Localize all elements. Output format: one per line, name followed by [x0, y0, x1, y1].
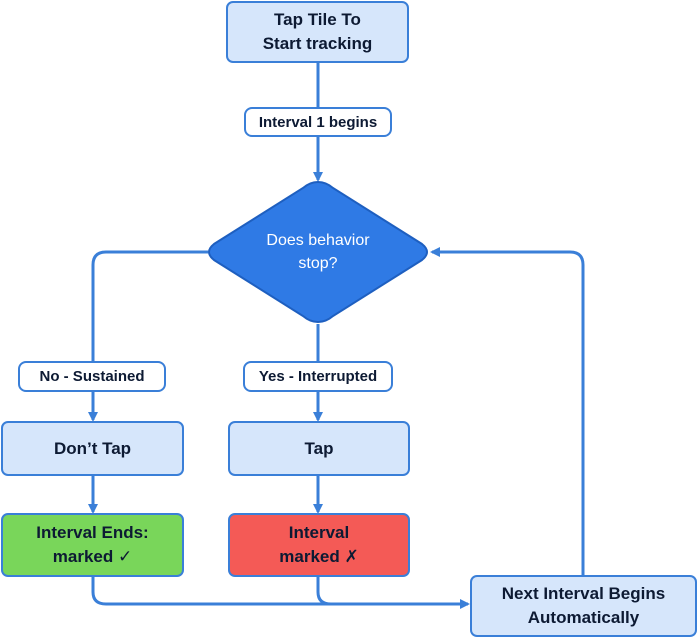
label-no-sustained: No - Sustained: [18, 361, 166, 392]
decision-diamond: [208, 180, 428, 324]
interval-ends-node: Interval Ends: marked ✓: [1, 513, 184, 577]
dont-tap-node: Don’t Tap: [1, 421, 184, 476]
next-interval-node: Next Interval Begins Automatically: [470, 575, 697, 637]
label-yes-interrupted: Yes - Interrupted: [243, 361, 393, 392]
connector-interval-ends-to-next: [91, 577, 470, 609]
tap-node: Tap: [228, 421, 410, 476]
label-interval-1-begins: Interval 1 begins: [244, 107, 392, 137]
connector-interval-marked-to-next: [316, 577, 332, 606]
decision-node: Does behavior stop?: [266, 232, 370, 272]
start-node: Tap Tile To Start tracking: [226, 1, 409, 63]
connector-decision-to-dont-tap: [88, 250, 208, 422]
interval-marked-node: Interval marked ✗: [228, 513, 410, 577]
connector-next-to-decision: [430, 247, 585, 575]
